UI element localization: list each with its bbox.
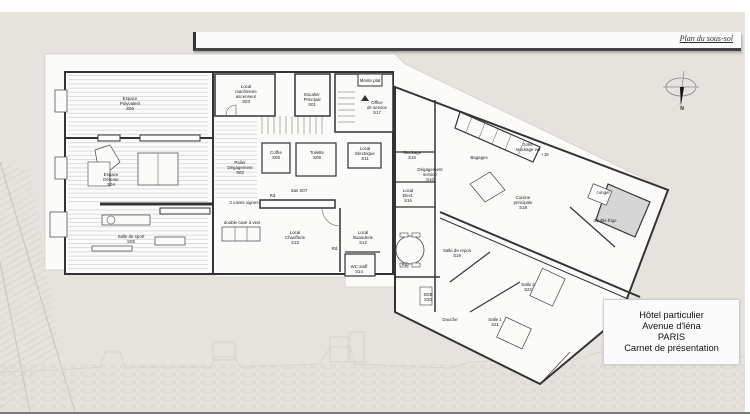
room-label-s07: Sas S07 xyxy=(290,188,308,193)
info-line-building: Hôtel particulier xyxy=(639,310,704,320)
annotation-rd: Rd. xyxy=(269,193,277,198)
room-label-s08: Coffre S08 xyxy=(270,150,282,160)
room-label-bagages: Bagages xyxy=(470,155,488,160)
room-label-s22: Salle 2 S22 xyxy=(521,282,535,292)
room-label-s13: Local Chaufferie S13 xyxy=(284,230,306,245)
room-label-s05: Salle de sport S05 xyxy=(117,234,145,244)
annotation-level: +16 xyxy=(541,152,549,157)
room-label-s02: Palier Dégagement S02 xyxy=(227,160,253,175)
paris-relief-background xyxy=(0,161,745,412)
room-label-monte-plat: Monte plat xyxy=(359,78,381,83)
room-label-s01: Escalier Principal S01 xyxy=(303,92,321,107)
room-label-s09: Toilette S09 xyxy=(310,150,324,160)
room-label-s16: Local Elect. S16 xyxy=(402,188,414,203)
info-line-city: PARIS xyxy=(657,332,686,342)
page-edge xyxy=(745,0,750,420)
room-label-s10: Dégagement service S10 xyxy=(417,167,443,182)
room-label-s03: Local machinerie ascenseur S03 xyxy=(235,84,257,104)
room-label-double-cave: double cave à vins xyxy=(223,220,261,225)
north-label: N xyxy=(680,106,684,112)
room-label-congel: congel xyxy=(596,190,610,195)
room-label-s18: Cuisine principale S18 xyxy=(513,195,533,210)
room-label-stockage-vin: zone stockage vin xyxy=(515,142,541,152)
annotation-rd: Rd. xyxy=(401,262,409,267)
presentation-page: Plan du sous-sol xyxy=(0,12,745,412)
title-band: Plan du sous-sol xyxy=(193,32,741,51)
room-label-caves-vignes: 2 caves vignes xyxy=(229,200,259,205)
room-label-s04: Espace Détente S04 xyxy=(103,172,119,187)
room-label-s11: Local Electrique S11 xyxy=(355,146,375,161)
room-label-s14: WC staff S14 xyxy=(350,264,368,274)
room-label-s19: Salle de repos S19 xyxy=(442,248,472,258)
page-bottom-border xyxy=(0,412,750,420)
plan-title: Plan du sous-sol xyxy=(679,34,733,43)
room-label-s12: Local Buanderie S12 xyxy=(352,230,374,245)
room-label-s21: Salle 1 S21 xyxy=(488,317,502,327)
room-label-s17: Office de service S17 xyxy=(366,100,387,115)
project-info-box: Hôtel particulier Avenue d'léna PARIS Ca… xyxy=(603,299,740,365)
annotation-rd: Rd. xyxy=(331,246,339,251)
info-line-document: Carnet de présentation xyxy=(624,343,719,353)
room-label-double-frigo: double frigo xyxy=(593,218,617,223)
floor-plan xyxy=(44,53,670,386)
room-label-douche: Douche xyxy=(442,317,458,322)
info-line-address: Avenue d'léna xyxy=(642,321,701,331)
room-label-s20: SDB S20 xyxy=(423,292,433,302)
room-label-s15: Stockage S15 xyxy=(402,150,422,160)
room-label-s06: Espace Polyvalent S06 xyxy=(119,96,141,111)
north-arrow-icon xyxy=(663,70,699,106)
